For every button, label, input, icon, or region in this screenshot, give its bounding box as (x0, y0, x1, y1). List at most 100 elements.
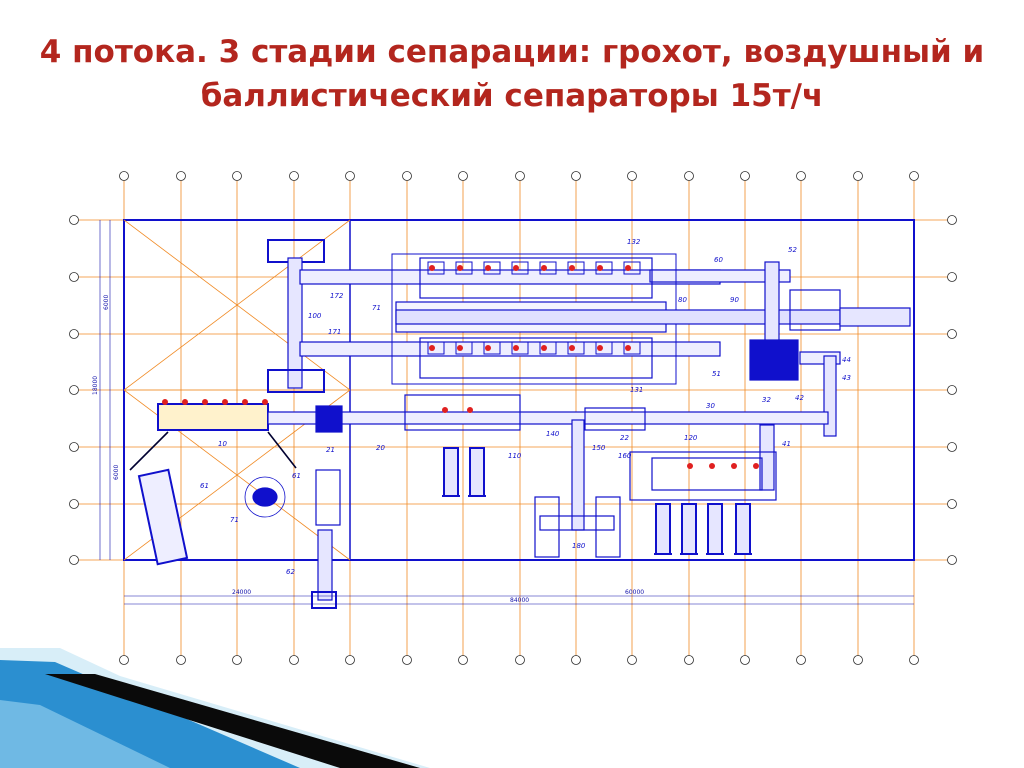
grid-bubble (289, 171, 299, 181)
separator-unit (623, 261, 641, 275)
separator-unit (455, 261, 473, 275)
ballistic-machine (443, 447, 459, 497)
grid-bubble (69, 329, 79, 339)
label-62: 62 (286, 568, 295, 576)
grid-bubble (627, 655, 637, 665)
separator-unit-dot (625, 265, 631, 271)
separator-unit-dot (457, 345, 463, 351)
separator-unit-dot (569, 345, 575, 351)
grid-bubble (69, 499, 79, 509)
label-61-truck: 61 (200, 482, 209, 490)
grid-bubble (796, 171, 806, 181)
separator-unit (511, 341, 529, 355)
grid-bubble (232, 655, 242, 665)
screen-unit-dot (242, 399, 248, 405)
separator-unit (595, 261, 613, 275)
grid-bubble (402, 655, 412, 665)
dimension-60000: 60000 (625, 589, 644, 596)
label-100: 100 (308, 312, 322, 320)
title-line-1: 4 потока. 3 стадии сепарации: грохот, во… (39, 34, 985, 70)
label-180: 180 (572, 542, 586, 550)
label-171: 171 (328, 328, 341, 336)
grid-bubble (947, 442, 957, 452)
separator-unit-dot (513, 265, 519, 271)
separator-unit-dot (467, 407, 473, 413)
grid-bubble (740, 655, 750, 665)
grid-bubble (69, 272, 79, 282)
grid-bubble (345, 171, 355, 181)
equipment-layout (129, 239, 911, 609)
separator-unit (567, 261, 585, 275)
grid-bubble (909, 655, 919, 665)
grid-bubble (119, 171, 129, 181)
grid-bubble (947, 555, 957, 565)
label-60: 60 (714, 256, 723, 264)
screen-unit-dot (182, 399, 188, 405)
separator-unit (455, 341, 473, 355)
grid-bubble (947, 329, 957, 339)
dimension-84000: 84000 (510, 597, 529, 604)
label-71-upper: 71 (372, 304, 381, 312)
grid-bubble (684, 655, 694, 665)
dimension-24000: 24000 (232, 589, 251, 596)
grid-bubble (458, 655, 468, 665)
grid-bubble (176, 655, 186, 665)
separator-unit-dot (625, 345, 631, 351)
label-21: 21 (326, 446, 335, 454)
separator-unit-dot (597, 265, 603, 271)
separator-unit-dot (429, 265, 435, 271)
grid-bubble (345, 655, 355, 665)
separator-unit-dot (569, 265, 575, 271)
label-41: 41 (782, 440, 791, 448)
grid-bubble (796, 655, 806, 665)
grid-bubble (571, 655, 581, 665)
separator-unit-dot (597, 345, 603, 351)
label-71-lower: 71 (230, 516, 239, 524)
ballistic-machine (655, 503, 671, 555)
grid-bubble (119, 655, 129, 665)
grid-bubble (947, 272, 957, 282)
slide-title: 4 потока. 3 стадии сепарации: грохот, во… (0, 30, 1024, 118)
separator-unit (595, 341, 613, 355)
grid-bubble (947, 385, 957, 395)
separator-unit (539, 341, 557, 355)
separator-unit-dot (457, 265, 463, 271)
label-22: 22 (620, 434, 629, 442)
label-131: 131 (630, 386, 643, 394)
label-32: 32 (762, 396, 771, 404)
label-160: 160 (618, 452, 632, 460)
screen-unit-dot (202, 399, 208, 405)
grid-bubble (947, 215, 957, 225)
label-51: 51 (712, 370, 721, 378)
dimension-lines (99, 220, 914, 605)
separator-unit-dot (513, 345, 519, 351)
separator-unit-dot (485, 345, 491, 351)
grid-bubble (69, 385, 79, 395)
separator-unit (483, 341, 501, 355)
label-20: 20 (376, 444, 385, 452)
separator-unit (483, 261, 501, 275)
grid-bubble (176, 171, 186, 181)
grid-bubble (571, 171, 581, 181)
label-150: 150 (592, 444, 606, 452)
dimension-6000-b: 6000 (113, 465, 120, 480)
label-140: 140 (546, 430, 560, 438)
separator-unit (539, 261, 557, 275)
grid-bubble (684, 171, 694, 181)
separator-unit (623, 341, 641, 355)
ballistic-machine (681, 503, 697, 555)
ballistic-machine (469, 447, 485, 497)
grid-bubble (909, 171, 919, 181)
label-61-loader: 61 (292, 472, 301, 480)
grid-bubble (69, 215, 79, 225)
separator-unit-dot (753, 463, 759, 469)
label-43: 43 (842, 374, 851, 382)
grid-bubble (515, 171, 525, 181)
grid-bubble (69, 442, 79, 452)
separator-unit-dot (541, 345, 547, 351)
label-30: 30 (706, 402, 715, 410)
separator-unit-dot (541, 265, 547, 271)
grid-bubble (69, 555, 79, 565)
ballistic-machine (735, 503, 751, 555)
